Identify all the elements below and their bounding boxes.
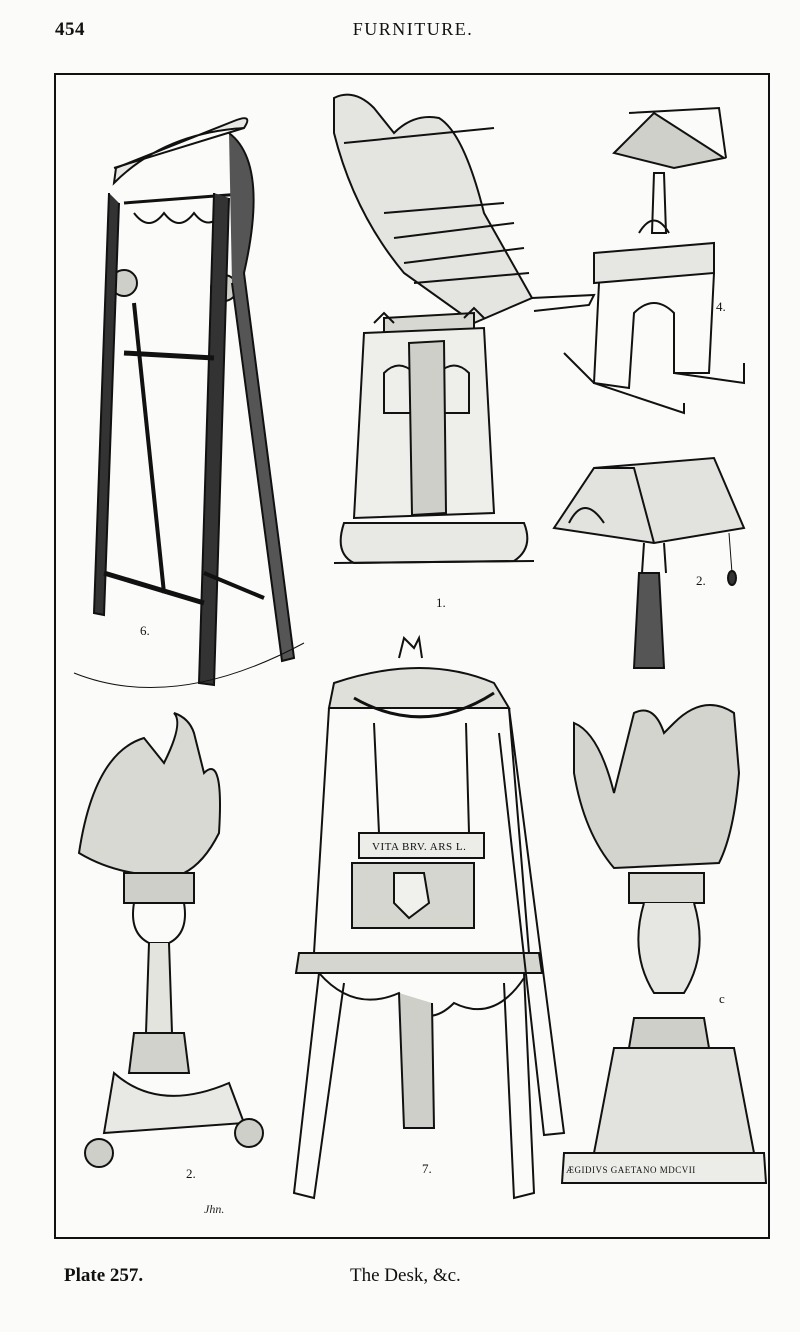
figure-4-reading-desk: 4. xyxy=(563,106,745,415)
figure-2-label: 2. xyxy=(186,1166,196,1181)
figure-7-panel-inscription: VITA BRV. ARS L. xyxy=(372,841,466,853)
figure-6-number: 6. xyxy=(140,623,150,638)
page-number: 454 xyxy=(55,19,85,40)
figure-4-number: 4. xyxy=(716,299,726,314)
figure-2-eagle-baluster: 2. 2. Jhn. xyxy=(77,712,264,1216)
figure-3-eagle-pedestal: ÆGIDIVS GAETANO MDCVII c xyxy=(560,704,768,1184)
figure-5-book-desk: 2. xyxy=(552,456,746,669)
figure-1-number: 1. xyxy=(436,595,446,610)
plate-label: Plate 257. xyxy=(64,1265,144,1286)
figure-5-number: 2. xyxy=(696,573,706,588)
figure-3-base-inscription: ÆGIDIVS GAETANO MDCVII xyxy=(566,1165,696,1175)
artist-signature: Jhn. xyxy=(204,1202,224,1216)
plate-illustration: 6. 1. xyxy=(54,73,770,1239)
figure-3-side-label: c xyxy=(719,991,725,1006)
figure-1-eagle-lectern: 1. xyxy=(333,93,596,610)
figure-7-number: 7. xyxy=(422,1161,432,1176)
plate-border xyxy=(54,73,770,1239)
figure-6-easel-frame: 6. xyxy=(73,117,305,689)
plate-title: The Desk, &c. xyxy=(350,1265,461,1286)
running-title: FURNITURE. xyxy=(352,19,474,39)
figure-7-ornamental-easel: VITA BRV. ARS L. 7. xyxy=(292,634,566,1200)
